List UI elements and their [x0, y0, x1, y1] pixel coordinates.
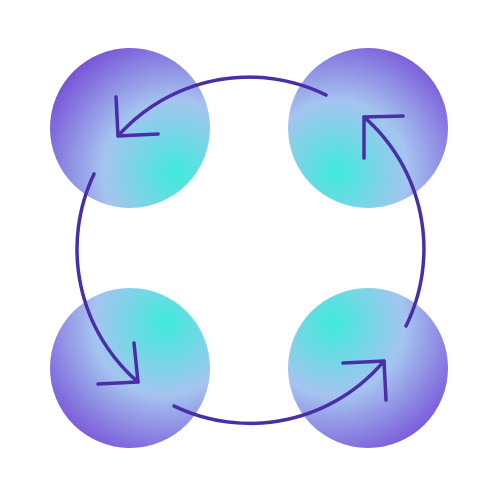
arrow-top-head — [114, 95, 160, 138]
arrow-left-head — [96, 341, 140, 386]
arrow-right-head — [362, 114, 405, 160]
arrow-bottom-head — [341, 359, 388, 402]
cycle-arrows — [75, 75, 426, 426]
arrow-left — [75, 172, 140, 384]
cycle-node-top-right — [288, 48, 448, 208]
cycle-node-bottom-right — [288, 288, 448, 448]
cycle-node-top-left — [50, 48, 210, 208]
arrow-right — [362, 115, 426, 328]
arrow-bottom — [172, 359, 386, 426]
cycle-node-bottom-left — [50, 288, 210, 448]
cycle-node-circles — [50, 48, 448, 448]
arrow-top — [116, 75, 328, 138]
